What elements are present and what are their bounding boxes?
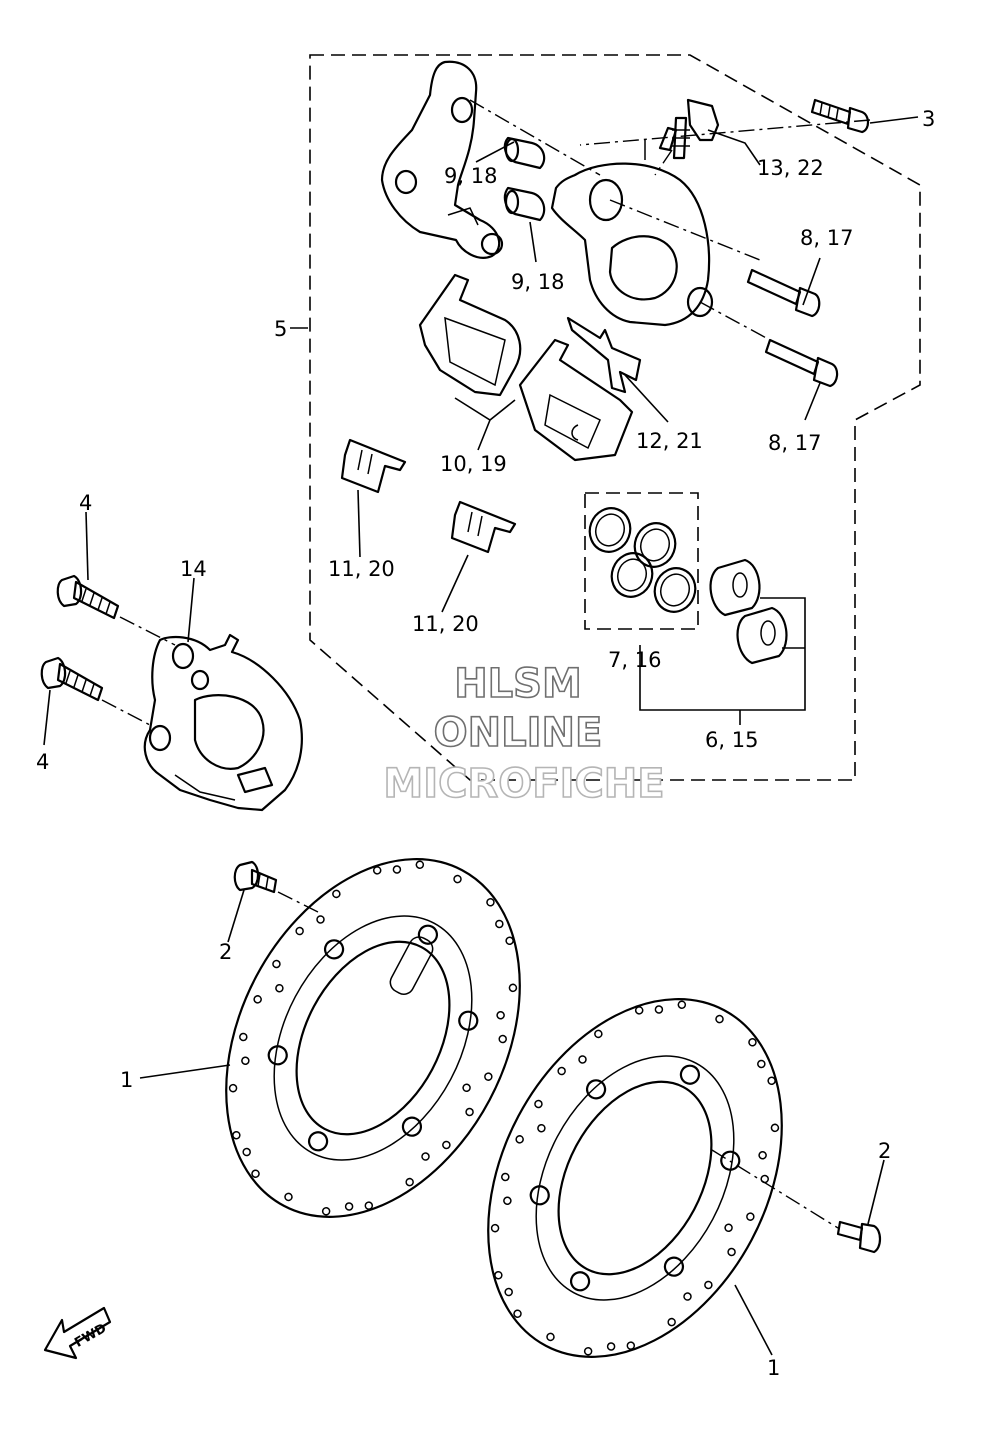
bolt-8-lower [764, 338, 839, 388]
bleed-screw [672, 98, 720, 160]
fwd-arrow-icon: FWD [43, 1306, 112, 1360]
callout-6-15: 6, 15 [705, 728, 758, 752]
bolt-8-upper [746, 268, 821, 318]
disc-bolt-upper [233, 860, 278, 894]
callout-labels: 3 9, 18 13, 22 8, 17 9, 18 5 12, 21 8, 1… [36, 107, 935, 1380]
bolt-3 [810, 98, 870, 134]
callout-8-17-upper: 8, 17 [800, 226, 853, 250]
leader-lines [43, 116, 919, 1356]
callout-4-lower: 4 [36, 750, 49, 774]
callout-3: 3 [922, 107, 935, 131]
callout-14: 14 [180, 557, 207, 581]
callout-11-20-lower: 11, 20 [412, 612, 479, 636]
callout-7-16: 7, 16 [608, 648, 661, 672]
piston-lower [736, 606, 788, 665]
callout-5: 5 [274, 317, 287, 341]
callout-9-18-lower: 9, 18 [511, 270, 564, 294]
watermark: HLSM ONLINE MICROFICHE [383, 660, 666, 808]
brake-pad-rear [518, 338, 634, 462]
callout-2-upper: 2 [219, 940, 232, 964]
callout-2-lower: 2 [878, 1139, 891, 1163]
callout-1-lower: 1 [767, 1356, 780, 1380]
callout-4-upper: 4 [79, 491, 92, 515]
caliper-complete [143, 633, 303, 812]
callout-12-21: 12, 21 [636, 429, 703, 453]
brake-disc-right [487, 998, 783, 1358]
bolt-4-lower [40, 656, 104, 702]
callout-1-upper: 1 [120, 1068, 133, 1092]
callout-11-20-upper: 11, 20 [328, 557, 395, 581]
alignment-lines [101, 99, 871, 1229]
seal-kit-boundary [584, 492, 699, 630]
pad-clip-upper [340, 438, 407, 494]
watermark-line-2: ONLINE [434, 710, 603, 756]
caliper-bracket [380, 60, 504, 259]
pad-clip-lower [450, 500, 517, 554]
bolt-4-upper [56, 574, 120, 620]
callout-13-22: 13, 22 [757, 156, 824, 180]
callout-10-19: 10, 19 [440, 452, 507, 476]
brake-pad-front [418, 273, 522, 397]
piston-seals [588, 507, 697, 613]
disc-bolt-lower [836, 1220, 882, 1254]
caliper-body [550, 126, 714, 327]
caliper-assembly-boundary [309, 54, 921, 781]
callout-8-17-lower: 8, 17 [768, 431, 821, 455]
brake-disc-left [225, 858, 521, 1218]
watermark-line-1: HLSM [454, 661, 582, 707]
pin-boot-lower [503, 186, 546, 222]
watermark-line-3: MICROFICHE [383, 761, 664, 807]
callout-9-18-upper: 9, 18 [444, 164, 497, 188]
piston-upper [709, 558, 761, 617]
pad-spring [566, 316, 642, 394]
pin-boot-upper [503, 136, 546, 170]
